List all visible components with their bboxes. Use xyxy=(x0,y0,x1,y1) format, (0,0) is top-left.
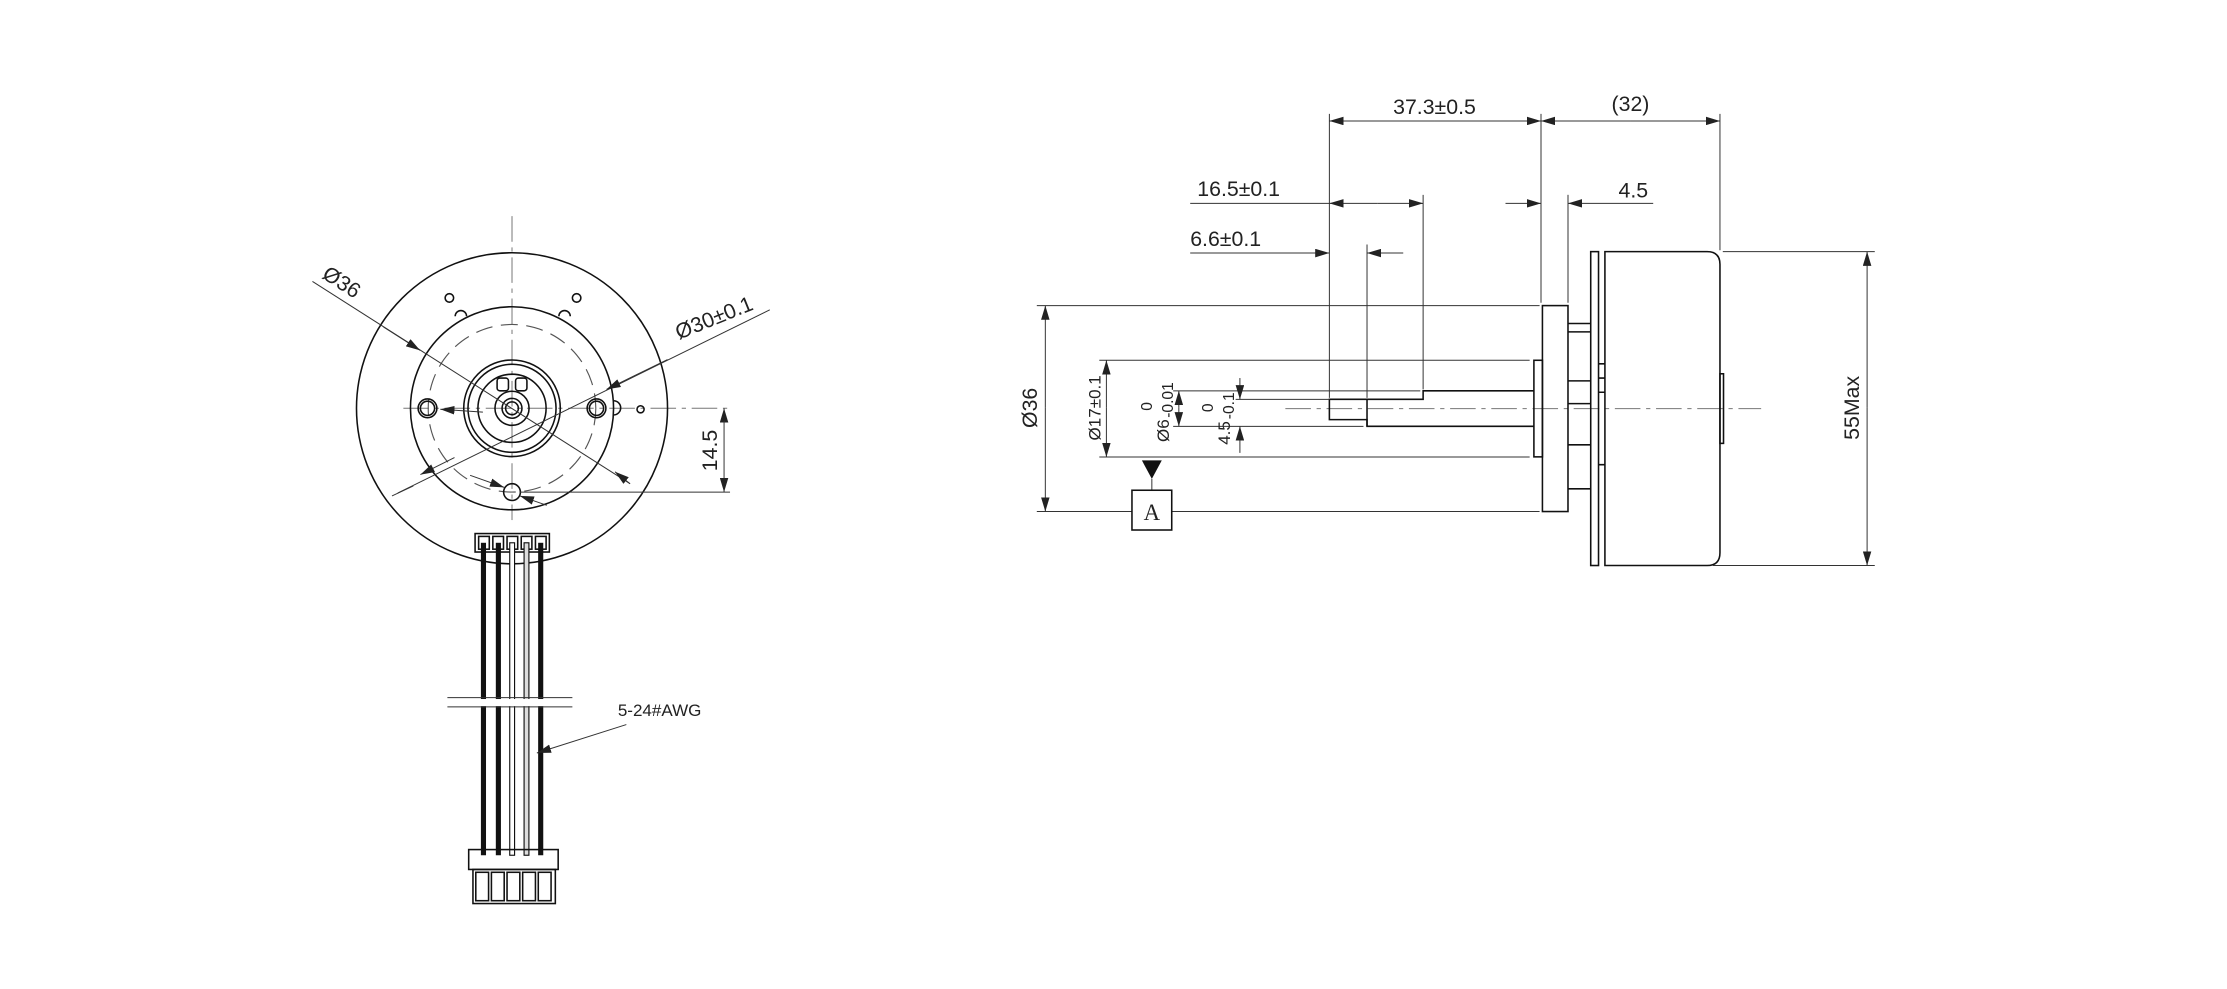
rear-boss xyxy=(1719,372,1725,445)
dim-dia6-lower: -0.01 xyxy=(1160,382,1177,418)
dia36-arrow xyxy=(383,326,421,351)
shaft-flat-circle xyxy=(504,401,520,416)
dim-dia6-upper: 0 xyxy=(1139,402,1156,411)
hub-ring-outer xyxy=(462,359,562,458)
datum-triangle-icon xyxy=(1141,460,1162,479)
datum-box xyxy=(1131,489,1173,531)
wire xyxy=(509,542,516,856)
dia30-arrow xyxy=(606,359,668,390)
wire-leader xyxy=(536,724,627,754)
flange-bump xyxy=(454,309,468,317)
hole-arrow xyxy=(440,405,483,415)
rear-plate xyxy=(1589,250,1600,567)
mount-hole-left xyxy=(417,398,438,419)
dim-step-label: 16.5±0.1 xyxy=(1197,177,1280,201)
boss xyxy=(1533,359,1544,458)
small-hole xyxy=(571,292,582,303)
dim-body-label: (32) xyxy=(1612,92,1650,116)
dia36-leader xyxy=(312,281,631,485)
flange-bump xyxy=(613,399,622,416)
dim-height-label: 55Max xyxy=(1840,376,1864,440)
dim-dia36-label: Ø36 xyxy=(1018,388,1042,428)
mount-hole-right-inner xyxy=(588,400,605,417)
datum-label: A xyxy=(1144,500,1161,525)
wire-bundle xyxy=(443,542,577,856)
wire xyxy=(538,542,544,856)
dim-flat-label: 4.5 xyxy=(1215,421,1234,445)
front-dia36-label: Ø36 xyxy=(318,261,365,303)
small-hole xyxy=(444,292,455,303)
dia30-arrow xyxy=(420,457,455,476)
hub-lines xyxy=(1567,322,1591,490)
wire xyxy=(480,542,487,856)
front-offset-label: 14.5 xyxy=(698,430,722,471)
front-view: Ø36 Ø30±0.1 14.5 xyxy=(312,216,771,905)
hole-arrow xyxy=(469,474,505,488)
dia30-tail xyxy=(391,485,414,497)
bolt-circle xyxy=(427,323,597,493)
mount-hole-right xyxy=(586,398,607,419)
wire-break-gap xyxy=(443,699,577,707)
bearing-circle xyxy=(494,390,530,427)
dia30-leader xyxy=(397,309,771,494)
dim-tip-label: 6.6±0.1 xyxy=(1190,227,1261,251)
dim-flat-upper: 0 xyxy=(1200,403,1217,412)
dia36-arrow xyxy=(614,471,631,485)
front-dia30-label: Ø30±0.1 xyxy=(672,292,757,345)
dim-total-label: 37.3±0.5 xyxy=(1393,95,1476,119)
hub-tab xyxy=(496,377,510,392)
wire xyxy=(495,542,501,856)
dim-dia6-label: Ø6 xyxy=(1154,419,1173,442)
mount-hole-left-inner xyxy=(419,400,436,417)
hub-tab xyxy=(514,377,528,392)
flange-bump xyxy=(558,309,572,317)
wire-gauge-label: 5-24#AWG xyxy=(618,701,702,720)
flange-circle xyxy=(409,305,615,511)
motor-body xyxy=(1604,250,1721,567)
dim-flange-thk-label: 4.5 xyxy=(1619,179,1649,203)
hub-ring xyxy=(467,363,557,454)
small-hole xyxy=(636,404,645,414)
plate-details xyxy=(1598,363,1605,466)
dim-flat-group: 4.5 -0.1 0 xyxy=(1200,392,1238,444)
side-view: 37.3±0.5 (32) 16.5±0.1 6.6±0.1 4.5 Ø36 Ø… xyxy=(1018,92,1875,567)
dim-flat-lower: -0.1 xyxy=(1221,392,1238,419)
hub-ring-inner xyxy=(477,373,547,444)
dim-dia17-label: Ø17±0.1 xyxy=(1086,375,1105,440)
hole-arrow xyxy=(519,495,547,506)
wire-end-connector xyxy=(467,848,559,905)
wire xyxy=(523,542,530,856)
dim-dia6-group: Ø6 -0.01 0 xyxy=(1139,382,1177,442)
shaft-circle xyxy=(501,397,523,420)
